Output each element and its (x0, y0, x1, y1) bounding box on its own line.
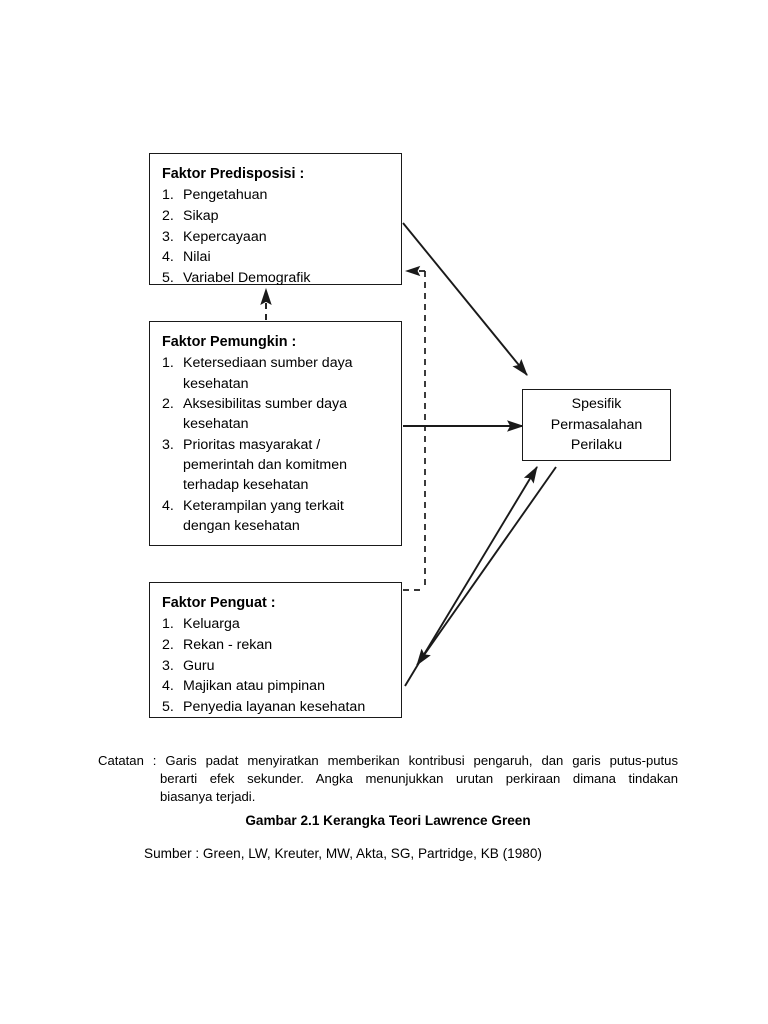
item-number: 5. (162, 270, 174, 287)
figure-note: Catatan : Garis padat menyiratkan member… (98, 752, 678, 805)
item-number: 3. (162, 228, 174, 245)
node-title-penguat: Faktor Penguat : (162, 595, 276, 611)
item-text: Variabel Demografik (183, 270, 311, 287)
item-number: 2. (162, 208, 174, 225)
note-line-1: Catatan : Garis padat menyiratkan member… (98, 752, 678, 770)
item-text: Nilai (183, 249, 211, 266)
item-text: Kepercayaan (183, 228, 267, 245)
edge-predisposisi-to-outcome (402, 222, 528, 376)
list-item: 4. Keterampilan yang terkait dengan keseh… (162, 496, 391, 536)
item-text: Keluarga (183, 616, 240, 633)
item-number: 4. (162, 678, 174, 695)
outcome-text: Spesifik Permasalahan Perilaku (551, 394, 643, 457)
item-number: 3. (162, 437, 174, 454)
list-item: 1. Ketersediaan sumber daya kesehatan (162, 353, 391, 393)
node-faktor-penguat[interactable]: Faktor Penguat : 1. Keluarga 2. Rekan - re… (149, 582, 402, 718)
item-number: 5. (162, 699, 174, 716)
node-items-penguat: 1. Keluarga 2. Rekan - rekan 3. Guru 4. Maji… (162, 614, 391, 717)
outcome-line-1: Spesifik (571, 395, 622, 412)
item-text: Pengetahuan (183, 187, 268, 204)
list-item: 2. Rekan - rekan (162, 635, 391, 655)
item-number: 2. (162, 637, 174, 654)
list-item: 2. Sikap (162, 206, 391, 226)
item-text: Ketersediaan sumber daya kesehatan (183, 355, 353, 392)
edge-outcome-to-penguat (416, 466, 557, 666)
node-items-predisposisi: 1. Pengetahuan 2. Sikap 3. Kepercayaan 4. Ni… (162, 185, 391, 288)
outcome-line-2: Permasalahan (550, 416, 643, 433)
item-number: 1. (162, 355, 174, 372)
list-item: 1. Keluarga (162, 614, 391, 634)
item-number: 4. (162, 498, 174, 515)
item-text: Aksesibilitas sumber daya kesehatan (183, 396, 348, 433)
list-item: 2. Aksesibilitas sumber daya kesehatan (162, 394, 391, 434)
list-item: 5. Penyedia layanan kesehatan (162, 697, 391, 717)
node-items-pemungkin: 1. Ketersediaan sumber daya kesehatan 2. A… (162, 353, 391, 536)
note-line-3: biasanya terjadi. (160, 788, 256, 804)
item-text: Sikap (183, 208, 219, 225)
item-text: Keterampilan yang terkait dengan kesehat… (183, 498, 344, 535)
note-line-2: berarti efek sekunder. Angka menunjukkan… (160, 770, 678, 786)
node-spesifik-permasalahan-perilaku[interactable]: Spesifik Permasalahan Perilaku (522, 389, 671, 461)
list-item: 3. Prioritas masyarakat / pemerintah dan … (162, 435, 391, 495)
node-title-pemungkin: Faktor Pemungkin : (162, 334, 297, 350)
outcome-line-3: Perilaku (570, 437, 623, 454)
item-number: 4. (162, 249, 174, 266)
item-text: Guru (183, 657, 215, 674)
item-text: Majikan atau pimpinan (183, 678, 325, 695)
node-title-predisposisi: Faktor Predisposisi : (162, 166, 305, 182)
list-item: 4. Majikan atau pimpinan (162, 676, 391, 696)
note-label: Catatan : (98, 753, 166, 768)
item-number: 3. (162, 657, 174, 674)
list-item: 1. Pengetahuan (162, 185, 391, 205)
figure-source: Sumber : Green, LW, Kreuter, MW, Akta, S… (144, 846, 542, 861)
node-faktor-pemungkin[interactable]: Faktor Pemungkin : 1. Ketersediaan sumber… (149, 321, 402, 546)
item-text: Rekan - rekan (183, 637, 273, 654)
item-number: 2. (162, 396, 174, 413)
item-text: Prioritas masyarakat / pemerintah dan ko… (183, 437, 348, 494)
list-item: 5. Variabel Demografik (162, 268, 391, 288)
node-faktor-predisposisi[interactable]: Faktor Predisposisi : 1. Pengetahuan 2. Si… (149, 153, 402, 288)
item-number: 1. (162, 187, 174, 204)
list-item: 3. Kepercayaan (162, 227, 391, 247)
item-text: Penyedia layanan kesehatan (183, 699, 366, 716)
list-item: 3. Guru (162, 656, 391, 676)
figure-title: Gambar 2.1 Kerangka Teori Lawrence Green (245, 813, 531, 828)
list-item: 4. Nilai (162, 247, 391, 267)
item-number: 1. (162, 616, 174, 633)
note-text-1: Garis padat menyiratkan memberikan kontr… (165, 753, 678, 768)
